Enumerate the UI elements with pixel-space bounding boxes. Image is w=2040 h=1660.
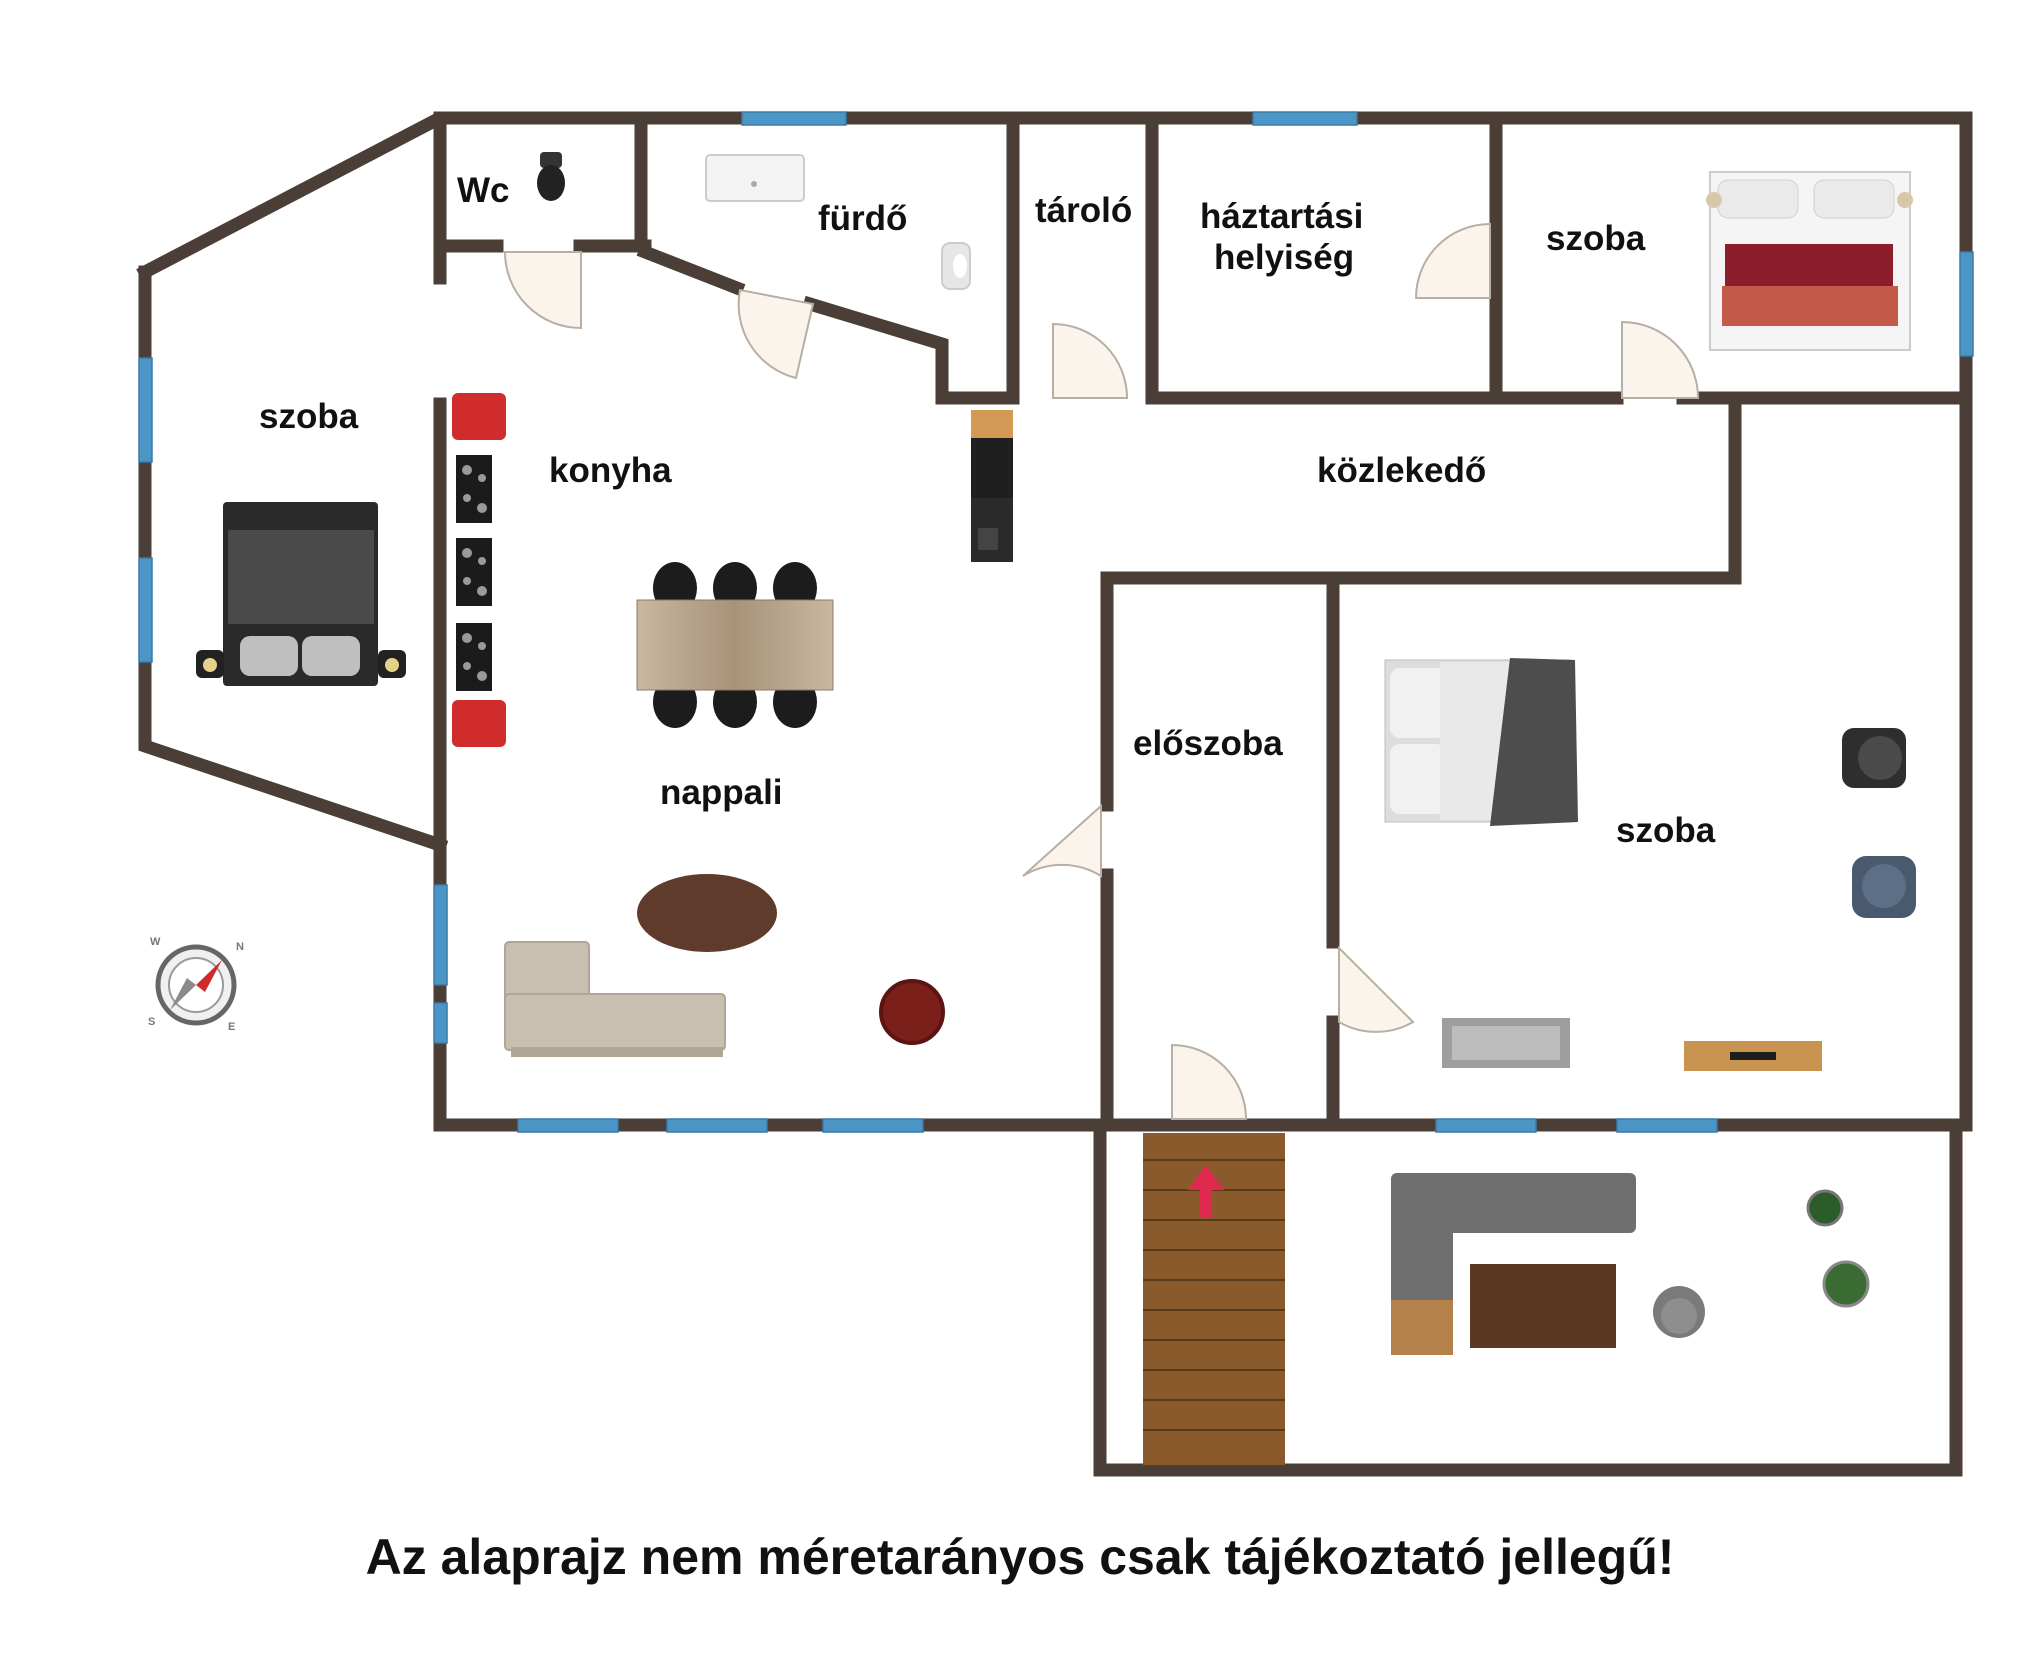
bath-wall xyxy=(801,295,1020,405)
window xyxy=(1435,1118,1537,1133)
window xyxy=(1252,111,1358,126)
door-entrance[interactable] xyxy=(1171,1043,1248,1120)
armchair-icon xyxy=(1842,728,1906,788)
terrace-wall xyxy=(1093,1118,1963,1477)
windows xyxy=(138,111,1974,1133)
window xyxy=(1616,1118,1718,1133)
compass-south: S xyxy=(148,1016,155,1028)
room-label-bathroom: fürdő xyxy=(818,199,907,238)
window xyxy=(1959,251,1974,357)
corner-sofa-icon xyxy=(1391,1173,1636,1305)
outer-wall xyxy=(136,111,1973,1132)
double-bed-dark-icon xyxy=(196,502,406,686)
room-label-living: nappali xyxy=(660,773,783,812)
door-wc[interactable] xyxy=(503,251,582,330)
dining-table-icon xyxy=(636,562,834,728)
door-bedroom-se[interactable] xyxy=(1338,945,1415,1033)
plant-icon xyxy=(1806,1189,1870,1308)
room-label-utility-line2: helyiség xyxy=(1214,238,1354,277)
window xyxy=(433,884,448,986)
double-bed-red-icon xyxy=(1706,171,1913,351)
room-label-utility-line1: háztartási xyxy=(1200,197,1363,236)
window xyxy=(517,1118,619,1133)
room-label-corridor: közlekedő xyxy=(1317,451,1486,490)
room-label-bedroom-w: szoba xyxy=(259,397,359,436)
room-label-hall: előszoba xyxy=(1133,724,1283,763)
armchair-icon xyxy=(1852,856,1916,918)
window xyxy=(666,1118,768,1133)
sofa-icon xyxy=(504,941,726,1057)
window xyxy=(741,111,847,126)
room-label-wc: Wc xyxy=(457,171,510,210)
terrace-table-icon xyxy=(1470,1264,1616,1348)
patio-chair-icon xyxy=(1653,1286,1705,1338)
sink-icon xyxy=(941,242,971,290)
bench-icon xyxy=(1442,1018,1570,1068)
window xyxy=(138,557,153,663)
bath-wall xyxy=(636,243,746,297)
corridor-wall xyxy=(1100,397,1742,812)
doors xyxy=(503,222,1700,1120)
room-label-bedroom-se: szoba xyxy=(1616,811,1716,850)
window xyxy=(138,357,153,463)
window xyxy=(433,1002,448,1044)
compass-west: W xyxy=(150,936,161,948)
kitchen-sink-icon xyxy=(971,410,1013,562)
bathtub-icon xyxy=(705,154,805,202)
stairs xyxy=(1143,1133,1285,1465)
compass-icon: N E S W xyxy=(148,936,244,1033)
door-storage[interactable] xyxy=(1052,322,1129,399)
compass-east: E xyxy=(228,1021,235,1033)
entrance-arrow-icon xyxy=(1188,1165,1224,1218)
kitchen-counter xyxy=(452,393,506,747)
pouf-icon xyxy=(879,979,945,1045)
tv-stand-icon xyxy=(1684,1041,1822,1071)
double-bed-grey-icon xyxy=(1384,658,1578,826)
door-utility[interactable] xyxy=(1414,222,1491,299)
room-label-bedroom-ne: szoba xyxy=(1546,219,1646,258)
toilet-icon xyxy=(537,152,565,201)
door-bedroom-ne[interactable] xyxy=(1621,320,1700,399)
door-living[interactable] xyxy=(1022,803,1102,878)
room-label-kitchen: konyha xyxy=(549,451,672,490)
coffee-table-icon xyxy=(637,874,777,952)
disclaimer-text: Az alaprajz nem méretarányos csak tájéko… xyxy=(365,1529,1675,1585)
walls xyxy=(136,111,1973,1477)
compass-north: N xyxy=(236,941,244,953)
room-labels: Wc fürdő tároló háztartási helyiség szob… xyxy=(259,171,1716,850)
door-bath[interactable] xyxy=(737,288,815,380)
window xyxy=(822,1118,924,1133)
room-label-storage: tároló xyxy=(1035,191,1132,230)
lounge-side-table-icon xyxy=(1391,1300,1453,1355)
